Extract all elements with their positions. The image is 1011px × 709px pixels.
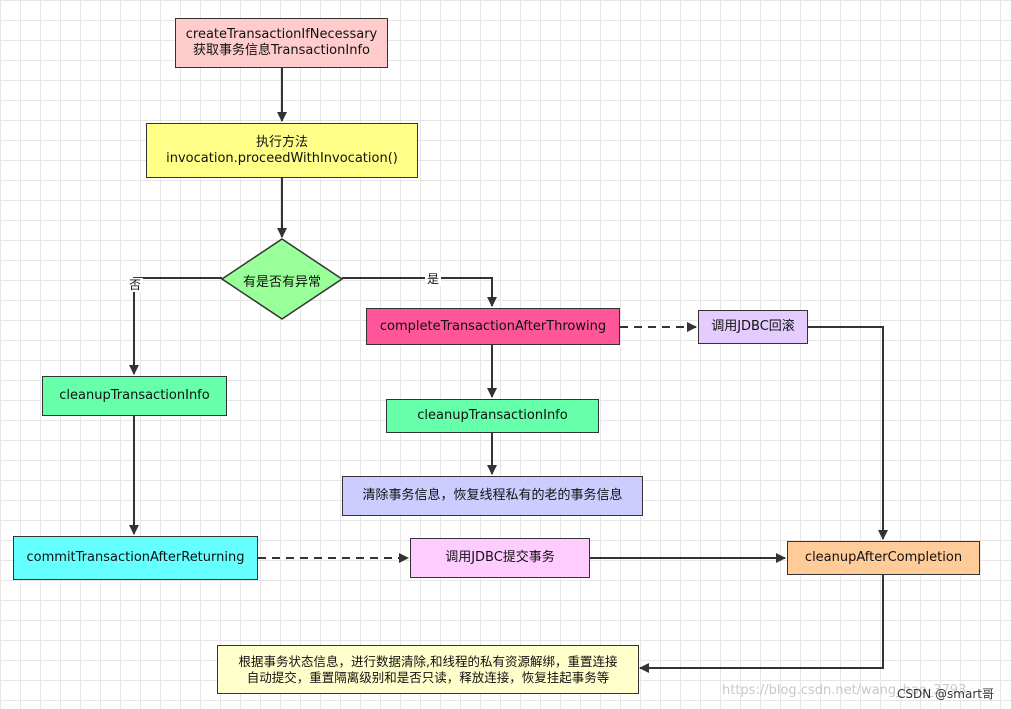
- commit-after-returning-label: commitTransactionAfterReturning: [26, 550, 245, 565]
- cleanup-transaction-info-mid-box: cleanupTransactionInfo: [386, 399, 599, 433]
- note-line-2: 自动提交，重置隔离级别和是否只读，释放连接，恢复挂起事务等: [246, 669, 610, 685]
- cleanup-after-completion-label: cleanupAfterCompletion: [804, 550, 963, 565]
- decision-diamond: [220, 238, 344, 320]
- cleanup-transaction-info-left-box: cleanupTransactionInfo: [42, 376, 227, 416]
- invoke-method-line-2: invocation.proceedWithInvocation(): [166, 150, 398, 166]
- create-transaction-box: createTransactionIfNecessary 获取事务信息Trans…: [175, 18, 388, 68]
- edge-decision-no: [129, 277, 222, 375]
- complete-after-throwing-box: completeTransactionAfterThrowing: [366, 308, 620, 345]
- cleanup-after-completion-box: cleanupAfterCompletion: [787, 541, 980, 575]
- csdn-credit: CSDN @smart哥: [897, 687, 994, 701]
- decision-label: 有是否有异常: [242, 275, 321, 290]
- note-box: 根据事务状态信息，进行数据清除,和线程的私有资源解绑，重置连接 自动提交，重置隔…: [217, 645, 639, 694]
- edge-decision-yes: [342, 277, 497, 307]
- edge-label-no: 否: [127, 278, 144, 292]
- jdbc-commit-label: 调用JDBC提交事务: [445, 550, 555, 565]
- cleanup-left-label: cleanupTransactionInfo: [59, 388, 210, 403]
- jdbc-commit-box: 调用JDBC提交事务: [410, 538, 590, 578]
- jdbc-rollback-label: 调用JDBC回滚: [711, 319, 795, 334]
- note-line-1: 根据事务状态信息，进行数据清除,和线程的私有资源解绑，重置连接: [238, 653, 618, 669]
- clear-transaction-info-label: 清除事务信息，恢复线程私有的老的事务信息: [362, 488, 623, 503]
- invoke-method-box: 执行方法 invocation.proceedWithInvocation(): [146, 123, 418, 178]
- watermark: https://blog.csdn.net/wang_hao_3793: [722, 683, 967, 698]
- edge-rollback-to-cleanup-after: [808, 326, 888, 540]
- complete-after-throwing-label: completeTransactionAfterThrowing: [379, 318, 607, 334]
- create-transaction-line-1: createTransactionIfNecessary: [185, 27, 378, 42]
- jdbc-rollback-box: 调用JDBC回滚: [698, 310, 808, 344]
- create-transaction-line-2: 获取事务信息TransactionInfo: [193, 43, 370, 58]
- edge-cleanup-after-to-note: [639, 575, 884, 673]
- edge-label-yes: 是: [425, 272, 442, 286]
- clear-transaction-info-box: 清除事务信息，恢复线程私有的老的事务信息: [342, 476, 643, 516]
- cleanup-mid-label: cleanupTransactionInfo: [417, 408, 568, 423]
- commit-after-returning-box: commitTransactionAfterReturning: [13, 536, 258, 580]
- invoke-method-line-1: 执行方法: [255, 134, 308, 150]
